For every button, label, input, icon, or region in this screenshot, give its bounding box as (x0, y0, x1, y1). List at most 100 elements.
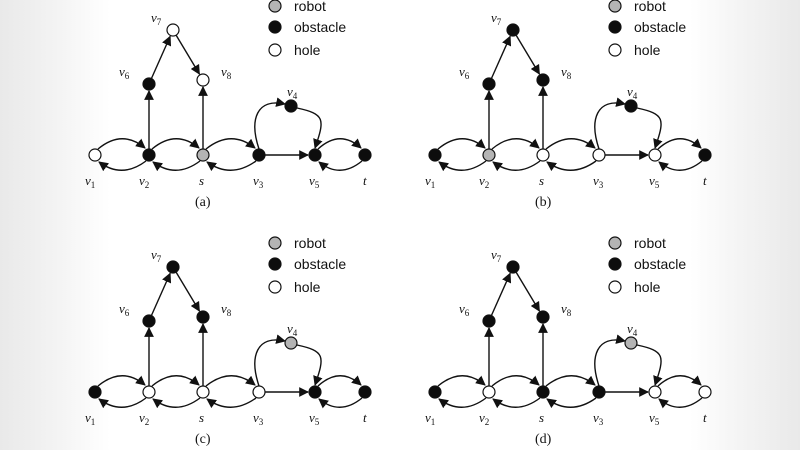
vertex-label-v5: v5 (649, 173, 660, 190)
vertex-label-t: t (703, 410, 707, 425)
node-s (536, 148, 550, 162)
node-v1 (428, 385, 442, 399)
edge-v3-v4 (594, 334, 626, 387)
legend-obstacle-swatch (268, 257, 282, 271)
vertex-label-v1: v1 (425, 173, 435, 190)
vertex-label-v1: v1 (85, 173, 95, 190)
node-v2 (142, 385, 156, 399)
legend-hole-swatch (268, 43, 282, 57)
node-v3 (592, 385, 606, 399)
node-v6 (142, 314, 156, 328)
legend-hole-label: hole (294, 279, 321, 295)
edge-v2-v1 (98, 160, 147, 172)
node-t (698, 148, 712, 162)
node-v8 (196, 310, 210, 324)
legend-hole-swatch (608, 43, 622, 57)
node-v5 (648, 148, 662, 162)
node-v3 (252, 385, 266, 399)
vertex-label-v2: v2 (139, 173, 149, 190)
node-v6 (482, 77, 496, 91)
node-v4 (284, 336, 298, 350)
vertex-label-v4: v4 (627, 84, 638, 101)
vertex-label-v3: v3 (593, 173, 604, 190)
panel-caption: (a) (195, 195, 211, 210)
edge-v5-t (657, 138, 702, 150)
edge-v1-v2 (97, 138, 146, 150)
node-v1 (88, 148, 102, 162)
vertex-label-v5: v5 (309, 173, 320, 190)
edge-v2-s (151, 138, 200, 150)
node-t (358, 385, 372, 399)
edge-t-v5 (318, 160, 363, 172)
node-v8 (196, 73, 210, 87)
vertex-label-v3: v3 (253, 410, 264, 427)
edge-s-v2 (152, 397, 201, 409)
edge-v1-v2 (437, 138, 486, 150)
vertex-label-v6: v6 (459, 301, 470, 318)
edge-t-v5 (318, 397, 363, 409)
edge-s-v3 (545, 375, 596, 387)
vertex-label-v2: v2 (139, 410, 149, 427)
vertex-label-v8: v8 (561, 301, 572, 318)
legend-robot-swatch (268, 236, 282, 250)
node-v3 (252, 148, 266, 162)
vertex-label-v6: v6 (119, 301, 130, 318)
edge-v2-s (151, 375, 200, 387)
node-v5 (648, 385, 662, 399)
node-v2 (142, 148, 156, 162)
vertex-label-v7: v7 (151, 10, 162, 27)
edge-s-v3 (205, 138, 256, 150)
legend-hole-label: hole (634, 279, 661, 295)
node-v6 (142, 77, 156, 91)
edge-v3-s (206, 397, 257, 409)
node-v4 (284, 99, 298, 113)
legend-obstacle-swatch (268, 20, 282, 34)
vertex-label-v4: v4 (287, 84, 298, 101)
node-v1 (88, 385, 102, 399)
vertex-label-t: t (703, 173, 707, 188)
edge-v2-v1 (98, 397, 147, 409)
vertex-label-v3: v3 (593, 410, 604, 427)
vertex-label-v2: v2 (479, 173, 489, 190)
edge-v2-v1 (438, 397, 487, 409)
vertex-label-t: t (363, 410, 367, 425)
edge-v3-s (546, 160, 597, 172)
edge-v1-v2 (97, 375, 146, 387)
legend-robot-swatch (268, 0, 282, 13)
vertex-label-v4: v4 (287, 321, 298, 338)
edge-v3-v4 (254, 97, 286, 150)
node-v7 (166, 260, 180, 274)
legend-robot-label: robot (294, 235, 326, 251)
edge-v5-t (317, 375, 362, 387)
vertex-label-v7: v7 (491, 10, 502, 27)
panel-caption: (d) (535, 432, 552, 447)
vertex-label-v1: v1 (85, 410, 95, 427)
edge-s-v2 (492, 160, 541, 172)
edge-v7-v8 (515, 34, 540, 75)
legend-obstacle-label: obstacle (634, 256, 686, 272)
legend-hole-swatch (608, 280, 622, 294)
vertex-label-v8: v8 (221, 64, 232, 81)
edge-s-v2 (152, 160, 201, 172)
vertex-label-v6: v6 (459, 64, 470, 81)
node-v7 (506, 23, 520, 37)
edge-v5-t (657, 375, 702, 387)
edge-v3-v4 (254, 334, 286, 387)
legend-obstacle-swatch (608, 20, 622, 34)
panel-caption: (c) (195, 432, 211, 447)
vertex-label-v7: v7 (491, 247, 502, 264)
edge-s-v2 (492, 397, 541, 409)
node-v4 (624, 99, 638, 113)
vertex-label-v8: v8 (221, 301, 232, 318)
edge-v3-s (546, 397, 597, 409)
edge-v6-v7 (150, 35, 172, 79)
node-v5 (308, 385, 322, 399)
node-v6 (482, 314, 496, 328)
edge-v7-v8 (175, 271, 200, 312)
edge-v4-v5 (296, 344, 323, 386)
panel-caption: (b) (535, 195, 552, 210)
